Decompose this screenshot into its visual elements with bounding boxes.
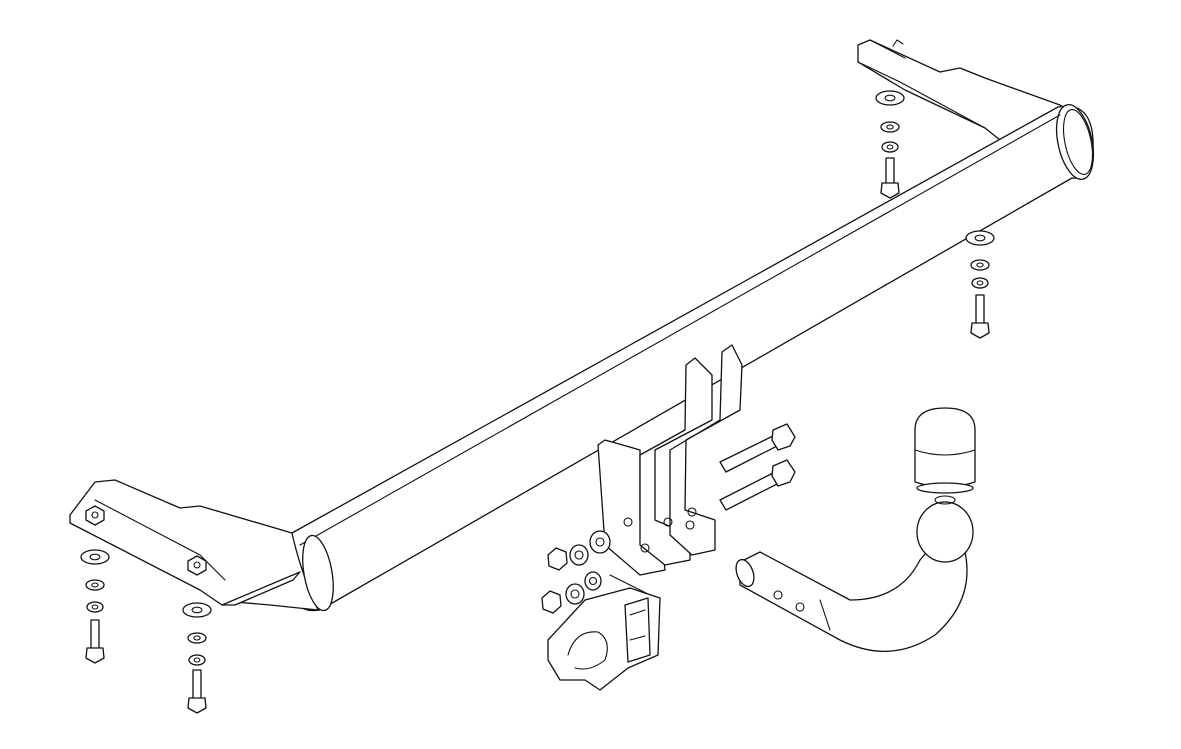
fastener-stack-4 [965,230,995,339]
washer [187,632,207,644]
center-fasteners-upper [547,530,611,571]
washer [85,579,105,591]
center-fasteners-lower [541,571,602,614]
long-bolt-upper [719,423,796,473]
washer [971,277,989,289]
bolt [970,294,990,339]
washer [970,259,990,271]
long-bolt-lower [719,459,796,511]
washer [965,230,995,246]
bolt [187,669,207,714]
left-mounting-bracket [69,479,334,612]
washer [182,602,212,618]
washer [80,549,110,565]
washer [881,141,899,153]
main-cross-tube [286,104,1095,612]
washer [188,654,206,666]
washer [880,121,900,133]
washer [875,90,905,106]
bolt [880,157,900,199]
center-drop-plates [597,344,743,601]
electrical-socket-plate [547,587,661,691]
tow-ball-cap [914,407,976,494]
hex-nut [187,555,207,576]
fastener-stack-3 [875,90,905,199]
tow-ball [916,495,974,563]
tow-ball-neck [735,547,968,653]
fastener-stack-1 [80,505,110,664]
fastener-stack-2 [182,555,212,714]
hex-nut [85,505,105,526]
bolt [85,619,105,664]
washer [86,601,104,613]
